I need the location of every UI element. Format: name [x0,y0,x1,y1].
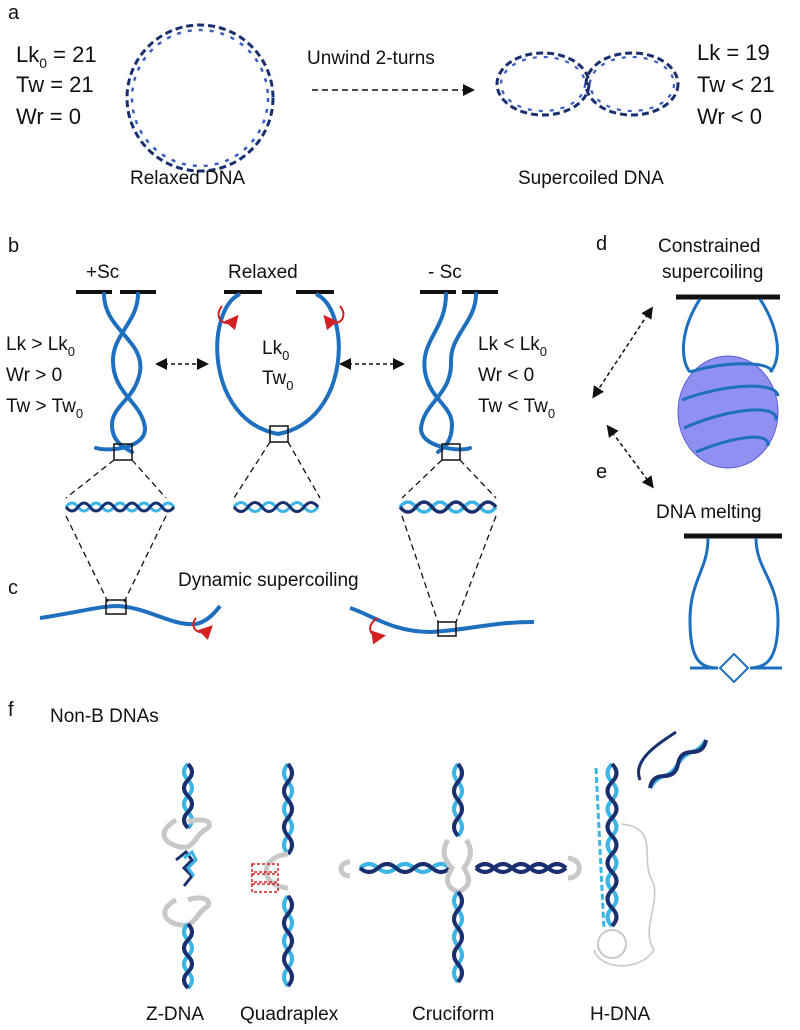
neg-tw-stat: Tw < Tw0 [478,396,555,421]
dynamic-strand-right [349,606,535,635]
quadraplex-label: Quadraplex [240,1004,339,1025]
to-melting-arrow [606,424,654,489]
rotation-left-icon [192,617,213,641]
neg-sc-title: - Sc [428,262,462,283]
panel-f-letter: f [8,699,14,721]
panel-c-letter: c [8,577,18,599]
panel-e: e DNA melting [596,424,782,684]
panel-e-letter: e [596,461,607,483]
pos-sc-plectoneme [94,292,148,454]
melting-loop [688,537,780,670]
panel-d: d Constrained supercoiling [592,233,780,469]
relaxed-rotation-right-icon [323,305,345,331]
relaxed-dna-caption: Relaxed DNA [130,168,245,189]
h-dna-structure [593,730,708,967]
relaxed-zoom-box [269,425,289,443]
constrained-title-line2: supercoiling [662,262,763,283]
quadraplex-structure [263,762,294,988]
pos-sc-helix [64,501,176,513]
cruciform-label: Cruciform [412,1004,494,1025]
relaxed-title: Relaxed [228,262,298,283]
tw-right-stat: Tw < 21 [697,72,775,97]
neg-sc-helix [398,500,498,514]
rotation-right-icon [369,617,386,645]
dynamic-zoom-box-right [437,621,457,637]
non-b-dna-title: Non-B DNAs [50,706,159,727]
z-dna-label: Z-DNA [146,1004,204,1025]
relaxed-loop [215,292,341,437]
pos-wr-stat: Wr > 0 [6,365,62,386]
pos-sc-title: +Sc [86,262,119,283]
dna-melting-title: DNA melting [656,502,762,523]
tw-stat: Tw = 21 [16,72,94,97]
dynamic-supercoiling-title: Dynamic supercoiling [178,570,359,591]
g-quartet-icon [251,863,279,893]
z-dna-structure [161,762,212,990]
zoom-lines-top [65,441,497,499]
constrained-tether [681,298,779,374]
panel-b: b +Sc Lk > Lk0 Wr > 0 Tw > Tw0 Relaxed L… [6,235,555,623]
zoom-lines-bottom [65,515,497,623]
unwind-label: Unwind 2-turns [307,48,435,69]
pos-tw-stat: Tw > Tw0 [6,396,83,421]
panel-a-letter: a [8,2,20,24]
pos-sc-zoom-box [113,443,133,461]
wr-right-stat: Wr < 0 [697,104,762,129]
melting-bubble [718,652,750,684]
panel-a: a Lk0 = 21 Tw = 21 Wr = 0 Relaxed DNA Un… [8,2,775,189]
to-constrained-arrow [592,306,653,399]
neg-sc-plectoneme [418,292,478,454]
pos-lk-stat: Lk > Lk0 [6,334,75,359]
lk-right-stat: Lk = 19 [697,40,770,65]
panel-d-letter: d [596,233,607,255]
nucleosome-dna-wrap [681,362,780,454]
dynamic-zoom-box-left [105,599,127,615]
panel-c: c Dynamic supercoiling [8,570,535,645]
relaxed-circular-dna [125,23,275,173]
relaxed-lk-stat: Lk0 [262,338,289,363]
panel-f: f Non-B DNAs Z-DNA Quadraplex [8,699,708,1025]
panel-b-letter: b [8,235,19,257]
cruciform-structure [338,762,582,984]
h-dna-label: H-DNA [590,1004,650,1025]
neg-wr-stat: Wr < 0 [478,365,534,386]
relaxed-rotation-left-icon [217,305,239,331]
constrained-title-line1: Constrained [658,236,760,257]
wr-stat: Wr = 0 [16,104,81,129]
supercoiled-dna [495,51,680,117]
relaxed-helix [232,501,320,513]
neg-lk-stat: Lk < Lk0 [478,334,547,359]
relaxed-tw-stat: Tw0 [262,368,294,393]
supercoiled-dna-caption: Supercoiled DNA [518,168,664,189]
lk0-stat: Lk0 = 21 [16,42,97,71]
neg-sc-zoom-box [441,443,461,461]
dynamic-strand-left [39,603,222,627]
